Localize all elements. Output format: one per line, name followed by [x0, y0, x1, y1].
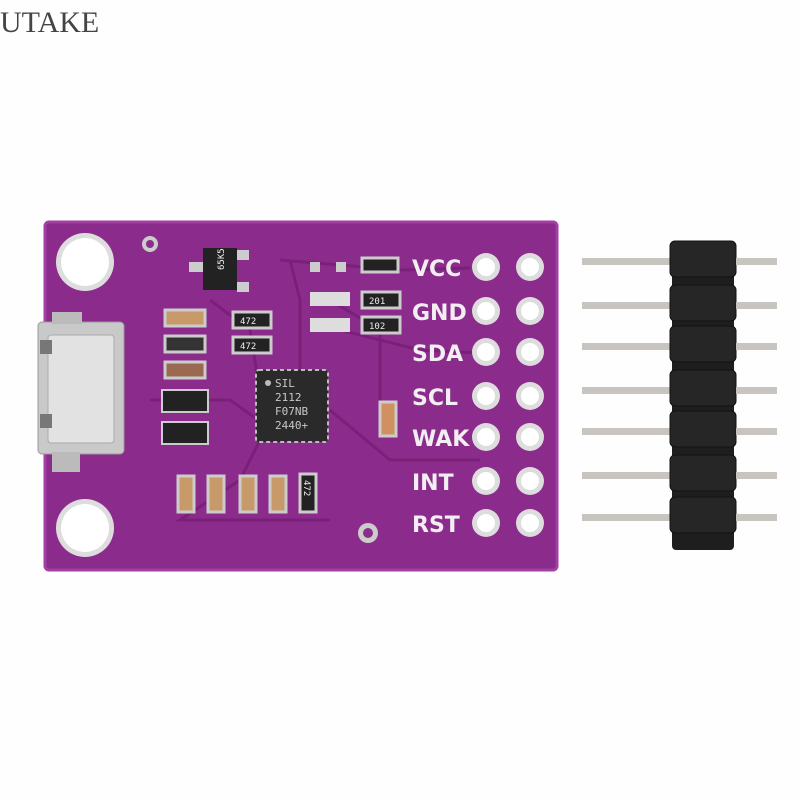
- resistor-marking: 472: [301, 480, 311, 496]
- pin-label-sda: SDA: [412, 342, 463, 367]
- header-segment: [669, 454, 737, 492]
- header-segment: [669, 410, 737, 448]
- pin-label-scl: SCL: [412, 386, 458, 411]
- pin-rows: VCC GND SDA SCL WAK INT RST: [412, 257, 470, 538]
- pin-header: [582, 240, 777, 550]
- pad-hole: [477, 514, 495, 532]
- header-pin-tip: [736, 514, 777, 521]
- resistor-marking: 472: [240, 317, 256, 327]
- pad-hole: [477, 472, 495, 490]
- header-segment: [669, 369, 737, 407]
- pad-hole: [521, 472, 539, 490]
- pad-hole: [521, 258, 539, 276]
- header-pin-tip: [736, 387, 777, 394]
- pad-hole: [477, 387, 495, 405]
- micro-usb-connector: [37, 312, 125, 472]
- cp2112-chip: SIL 2112 F07NB 2440+: [255, 369, 329, 443]
- header-pin-tip: [736, 302, 777, 309]
- resistor-marking: 472: [240, 342, 256, 352]
- header-segment: [669, 496, 737, 534]
- pad-hole: [477, 343, 495, 361]
- pad-hole: [477, 302, 495, 320]
- pin-label-wak: WAK: [412, 427, 470, 452]
- pad-hole: [521, 302, 539, 320]
- capacitors: [161, 308, 398, 445]
- chip-line: F07NB: [275, 405, 308, 418]
- header-pin-tip: [736, 343, 777, 350]
- pin-label-vcc: VCC: [412, 257, 461, 282]
- chip-line: 2440+: [275, 419, 308, 432]
- pad-hole: [521, 343, 539, 361]
- chip-line: SIL: [275, 377, 295, 390]
- pad-hole: [521, 514, 539, 532]
- header-pin-tip: [736, 428, 777, 435]
- pin-label-gnd: GND: [412, 301, 467, 326]
- chip-line: 2112: [275, 391, 302, 404]
- pin-label-rst: RST: [412, 513, 460, 538]
- header-pin-tip: [736, 472, 777, 479]
- pad-hole: [521, 387, 539, 405]
- resistors: 472 472 201 102 472: [176, 256, 402, 514]
- header-segment: [669, 240, 737, 278]
- resistor-marking: 102: [369, 322, 385, 332]
- transistor: 65K5: [189, 248, 249, 292]
- resistor-marking: 201: [369, 297, 385, 307]
- pad-hole: [521, 428, 539, 446]
- pad-hole: [477, 258, 495, 276]
- header-segment: [669, 325, 737, 363]
- pad-hole: [477, 428, 495, 446]
- header-segment: [669, 284, 737, 322]
- transistor-marking: 65K5: [217, 248, 227, 270]
- header-pin-tip: [736, 258, 777, 265]
- watermark: UTAKE: [0, 6, 100, 39]
- pin-label-int: INT: [412, 471, 454, 496]
